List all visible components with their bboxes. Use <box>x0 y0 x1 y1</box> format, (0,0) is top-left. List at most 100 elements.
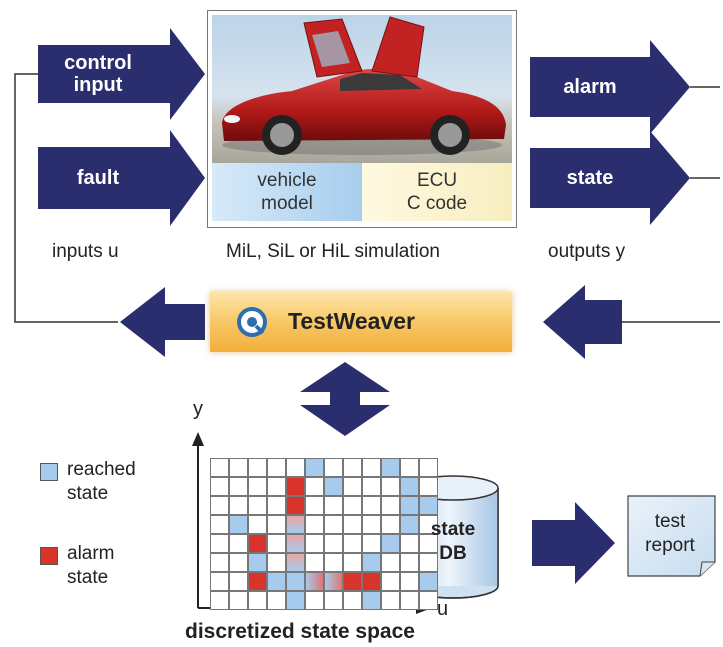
grid-cell <box>286 515 305 534</box>
grid-cell <box>400 534 419 553</box>
grid-cell <box>286 458 305 477</box>
grid-cell <box>248 572 267 591</box>
grid-cell <box>419 515 438 534</box>
testweaver-bar: TestWeaver <box>210 292 512 352</box>
grid-cell <box>381 458 400 477</box>
grid-cell <box>229 553 248 572</box>
grid-cell <box>324 572 343 591</box>
alarm-label: alarm <box>563 76 617 98</box>
grid-cell <box>324 477 343 496</box>
grid-cell <box>286 477 305 496</box>
grid-cell <box>419 534 438 553</box>
ecu-code-label: ECU C code <box>406 170 468 214</box>
grid-cell <box>305 477 324 496</box>
grid-cell <box>267 458 286 477</box>
grid-cell <box>286 572 305 591</box>
outputs-caption: outputs y <box>548 241 626 262</box>
grid-cell <box>248 591 267 610</box>
testweaver-to-inputs-arrow <box>120 287 205 357</box>
simulation-caption: MiL, SiL or HiL simulation <box>226 241 441 262</box>
grid-cell <box>362 572 381 591</box>
grid-cell <box>343 515 362 534</box>
inputs-caption: inputs u <box>52 241 119 262</box>
grid-cell <box>400 477 419 496</box>
grid-cell <box>324 553 343 572</box>
grid-cell <box>210 496 229 515</box>
grid-cell <box>343 534 362 553</box>
grid-cell <box>400 515 419 534</box>
grid-cell <box>362 591 381 610</box>
state-output-arrow <box>530 131 690 225</box>
grid-cell <box>381 515 400 534</box>
grid-cell <box>210 572 229 591</box>
grid-cell <box>343 572 362 591</box>
grid-cell <box>286 591 305 610</box>
grid-cell <box>286 534 305 553</box>
grid-cell <box>419 553 438 572</box>
grid-cell <box>229 496 248 515</box>
control-input-arrow <box>38 28 205 120</box>
grid-cell <box>324 591 343 610</box>
grid-cell <box>267 572 286 591</box>
grid-cell <box>210 534 229 553</box>
grid-cell <box>343 477 362 496</box>
bidirectional-arrow <box>300 362 390 436</box>
grid-cell <box>343 496 362 515</box>
grid-cell <box>267 553 286 572</box>
reached-state-swatch <box>40 463 58 481</box>
grid-cell <box>362 458 381 477</box>
grid-cell <box>381 553 400 572</box>
grid-cell <box>400 591 419 610</box>
grid-cell <box>419 458 438 477</box>
grid-cell <box>419 591 438 610</box>
grid-cell <box>324 534 343 553</box>
grid-cell <box>267 534 286 553</box>
grid-cell <box>381 591 400 610</box>
grid-cell <box>229 591 248 610</box>
reached-state-label: reached state <box>67 459 136 504</box>
grid-cell <box>248 496 267 515</box>
grid-cell <box>362 553 381 572</box>
grid-cell <box>381 534 400 553</box>
state-output-label: state <box>566 167 614 189</box>
grid-cell <box>324 515 343 534</box>
grid-cell <box>419 572 438 591</box>
grid-cell <box>210 553 229 572</box>
grid-cell <box>248 553 267 572</box>
grid-cell <box>400 458 419 477</box>
alarm-state-label: alarm state <box>67 543 115 588</box>
grid-cell <box>305 572 324 591</box>
grid-cell <box>305 553 324 572</box>
grid-cell <box>419 477 438 496</box>
grid-cell <box>324 458 343 477</box>
outputs-to-testweaver-arrow <box>543 285 622 359</box>
y-axis-arrowhead <box>192 432 204 446</box>
grid-cell <box>248 458 267 477</box>
vehicle-model-cell: vehicle model <box>212 163 362 221</box>
grid-cell <box>267 496 286 515</box>
grid-cell <box>381 572 400 591</box>
grid-cell <box>362 534 381 553</box>
state-space-caption: discretized state space <box>185 620 415 643</box>
grid-cell <box>305 515 324 534</box>
grid-cell <box>400 553 419 572</box>
grid-cell <box>381 477 400 496</box>
grid-cell <box>286 496 305 515</box>
test-report-document <box>627 495 716 577</box>
grid-cell <box>229 515 248 534</box>
grid-cell <box>305 458 324 477</box>
car-photo <box>212 15 512 163</box>
grid-cell <box>229 572 248 591</box>
grid-cell <box>210 515 229 534</box>
grid-cell <box>419 496 438 515</box>
grid-cell <box>267 591 286 610</box>
vehicle-model-label: vehicle model <box>257 170 317 214</box>
grid-cell <box>267 515 286 534</box>
grid-cell <box>210 458 229 477</box>
grid-cell <box>248 515 267 534</box>
db-to-report-arrow <box>532 502 615 584</box>
input-feedback-line <box>14 73 118 323</box>
alarm-state-swatch <box>40 547 58 565</box>
grid-cell <box>229 477 248 496</box>
grid-cell <box>343 553 362 572</box>
